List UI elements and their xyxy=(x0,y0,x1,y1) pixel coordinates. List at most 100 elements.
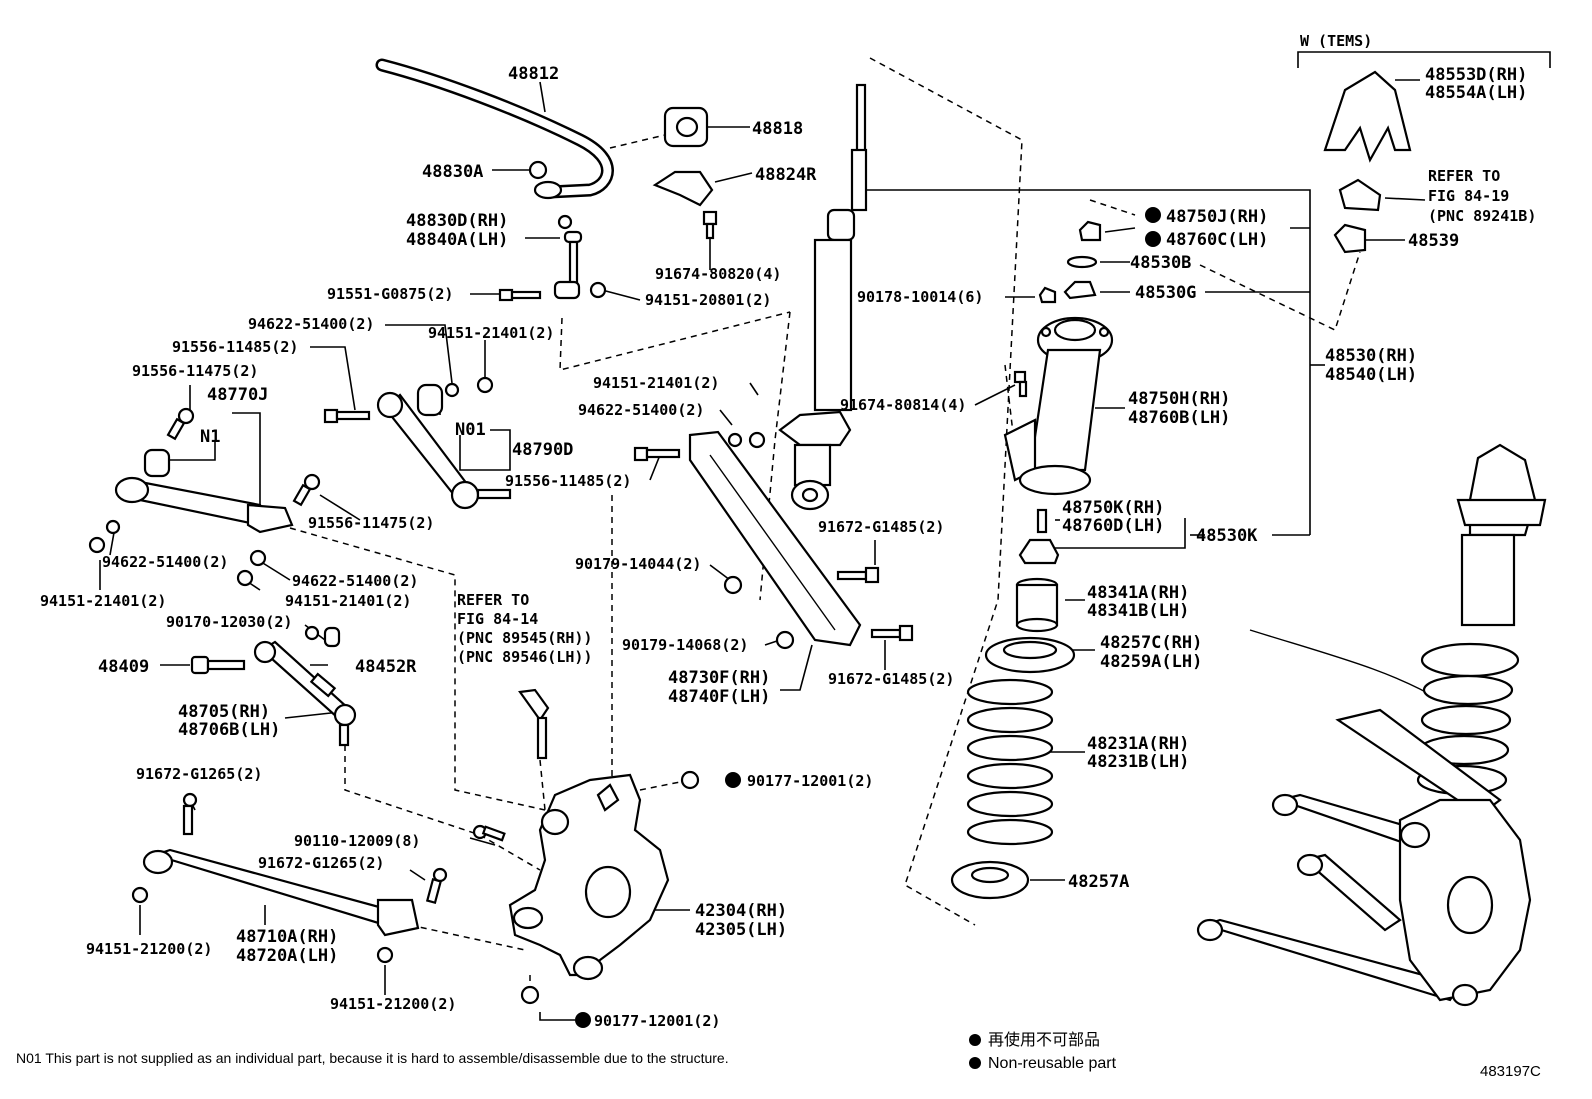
legend-text-en: Non-reusable part xyxy=(988,1055,1117,1072)
bolt-91556-a xyxy=(166,407,195,441)
label-48409: 48409 xyxy=(98,657,149,677)
lower-arm-48730F xyxy=(688,430,862,650)
label-48818: 48818 xyxy=(752,119,803,139)
label-refer1-a: REFER TO xyxy=(1428,167,1500,185)
washer-48530B xyxy=(1066,255,1098,269)
label-48760D: 48760D(LH) xyxy=(1062,516,1164,536)
legend: 再使用不可部品 Non-reusable part xyxy=(988,1031,1117,1072)
upper-arm-48770J xyxy=(88,448,294,554)
nut-90177-a xyxy=(680,770,700,790)
legend-dot-jp xyxy=(969,1034,981,1046)
label-94622-b: 94622-51400(2) xyxy=(102,553,228,571)
nut-48750J xyxy=(1078,220,1102,242)
label-48540: 48540(LH) xyxy=(1325,365,1417,385)
lower-arm-48710A xyxy=(131,792,448,964)
label-48259A: 48259A(LH) xyxy=(1100,652,1202,672)
label-94622-c: 94622-51400(2) xyxy=(292,572,418,590)
part-labels: 48812 48818 48830A 48824R 48830D(RH) 488… xyxy=(40,32,1536,1030)
label-90177-a: 90177-12001(2) xyxy=(747,772,873,790)
spring-seat-lower xyxy=(950,860,1030,900)
label-48730F: 48730F(RH) xyxy=(668,668,770,688)
label-48830D: 48830D(RH) xyxy=(406,211,508,231)
pin-48750K xyxy=(1036,508,1048,534)
label-48530: 48530(RH) xyxy=(1325,346,1417,366)
label-91672-G1485-b: 91672-G1485(2) xyxy=(828,670,954,688)
label-91556-11485-a: 91556-11485(2) xyxy=(172,338,298,356)
label-48750J: 48750J(RH) xyxy=(1166,207,1268,227)
label-48705: 48705(RH) xyxy=(178,702,270,722)
label-48530G: 48530G xyxy=(1135,283,1196,303)
label-48720A: 48720A(LH) xyxy=(236,946,338,966)
upper-arm-48790D xyxy=(376,376,512,510)
label-48530K: 48530K xyxy=(1196,526,1258,546)
label-refer2-b: FIG 84-14 xyxy=(457,610,538,628)
label-91674-80814: 91674-80814(4) xyxy=(840,396,966,414)
label-48231A: 48231A(RH) xyxy=(1087,734,1189,754)
label-91556-11475-a: 91556-11475(2) xyxy=(132,362,258,380)
label-refer1-b: FIG 84-19 xyxy=(1428,187,1509,205)
bolt-90110 xyxy=(472,824,506,842)
footnote: N01 This part is not supplied as an indi… xyxy=(16,1050,729,1066)
label-94622-a: 94622-51400(2) xyxy=(248,315,374,333)
label-48710A: 48710A(RH) xyxy=(236,927,338,947)
label-90178: 90178-10014(6) xyxy=(857,288,983,306)
spring-seat-upper xyxy=(984,636,1076,674)
label-48770J: 48770J xyxy=(207,385,268,405)
label-94151-b: 94151-21401(2) xyxy=(593,374,719,392)
label-90179-14044: 90179-14044(2) xyxy=(575,555,701,573)
coil-spring xyxy=(966,678,1054,846)
shock-absorber xyxy=(778,83,868,511)
figure-code: 483197C xyxy=(1480,1063,1541,1080)
rear-axle-carrier xyxy=(508,773,670,981)
label-90170: 90170-12030(2) xyxy=(166,613,292,631)
label-94151-a: 94151-21401(2) xyxy=(428,324,554,342)
nut-90177-b xyxy=(520,985,540,1005)
bracket-refer-84-19 xyxy=(1338,178,1382,212)
label-48530B: 48530B xyxy=(1130,253,1191,273)
non-reusable-dot xyxy=(1145,231,1161,247)
bolt-91672-G1485-a xyxy=(836,566,880,584)
label-48840A: 48840A(LH) xyxy=(406,230,508,250)
spring-insulator-tems xyxy=(1323,70,1412,163)
stabilizer-bar xyxy=(375,58,614,200)
parts xyxy=(88,58,1547,1007)
label-90179-14068: 90179-14068(2) xyxy=(622,636,748,654)
label-91672-G1485-a: 91672-G1485(2) xyxy=(818,518,944,536)
label-91674-80820: 91674-80820(4) xyxy=(655,265,781,283)
label-42304: 42304(RH) xyxy=(695,901,787,921)
toe-arm-48705 xyxy=(253,625,357,747)
assembled-suspension-view xyxy=(1196,443,1547,1007)
non-reusable-dot xyxy=(1145,207,1161,223)
label-48790D: 48790D xyxy=(512,440,573,460)
nut-48830A xyxy=(528,160,548,180)
label-refer2-a: REFER TO xyxy=(457,591,529,609)
label-refer1-c: (PNC 89241B) xyxy=(1428,207,1536,225)
label-94151-c: 94151-21401(2) xyxy=(285,592,411,610)
label-48706B: 48706B(LH) xyxy=(178,720,280,740)
bolt-91556-b xyxy=(292,473,321,507)
bushing-bracket xyxy=(652,170,714,207)
label-48824R: 48824R xyxy=(755,165,817,185)
label-94151-21200-a: 94151-21200(2) xyxy=(86,940,212,958)
bolt-91556-d xyxy=(633,446,681,462)
label-94151-b2: 94151-21401(2) xyxy=(40,592,166,610)
label-48760B: 48760B(LH) xyxy=(1128,408,1230,428)
bolt-91551 xyxy=(498,288,542,302)
leader-lines xyxy=(99,51,1551,1021)
label-48830A: 48830A xyxy=(422,162,483,182)
label-48231B: 48231B(LH) xyxy=(1087,752,1189,772)
label-94151-20801: 94151-20801(2) xyxy=(645,291,771,309)
bolt-91674-80814 xyxy=(1013,370,1028,398)
label-48812: 48812 xyxy=(508,64,559,84)
label-refer2-d: (PNC 89546(LH)) xyxy=(457,648,592,666)
bolt-48409 xyxy=(190,655,246,675)
bolt-91556-c xyxy=(323,408,371,424)
clip-48539 xyxy=(1333,223,1367,254)
label-91551: 91551-G0875(2) xyxy=(327,285,453,303)
bolt-91672-G1485-b xyxy=(870,624,914,642)
label-48257C: 48257C(RH) xyxy=(1100,633,1202,653)
label-91672-G1265-a: 91672-G1265(2) xyxy=(136,765,262,783)
upper-support-48750H xyxy=(1003,316,1114,496)
legend-dot-en xyxy=(969,1057,981,1069)
non-reusable-dot xyxy=(725,772,741,788)
